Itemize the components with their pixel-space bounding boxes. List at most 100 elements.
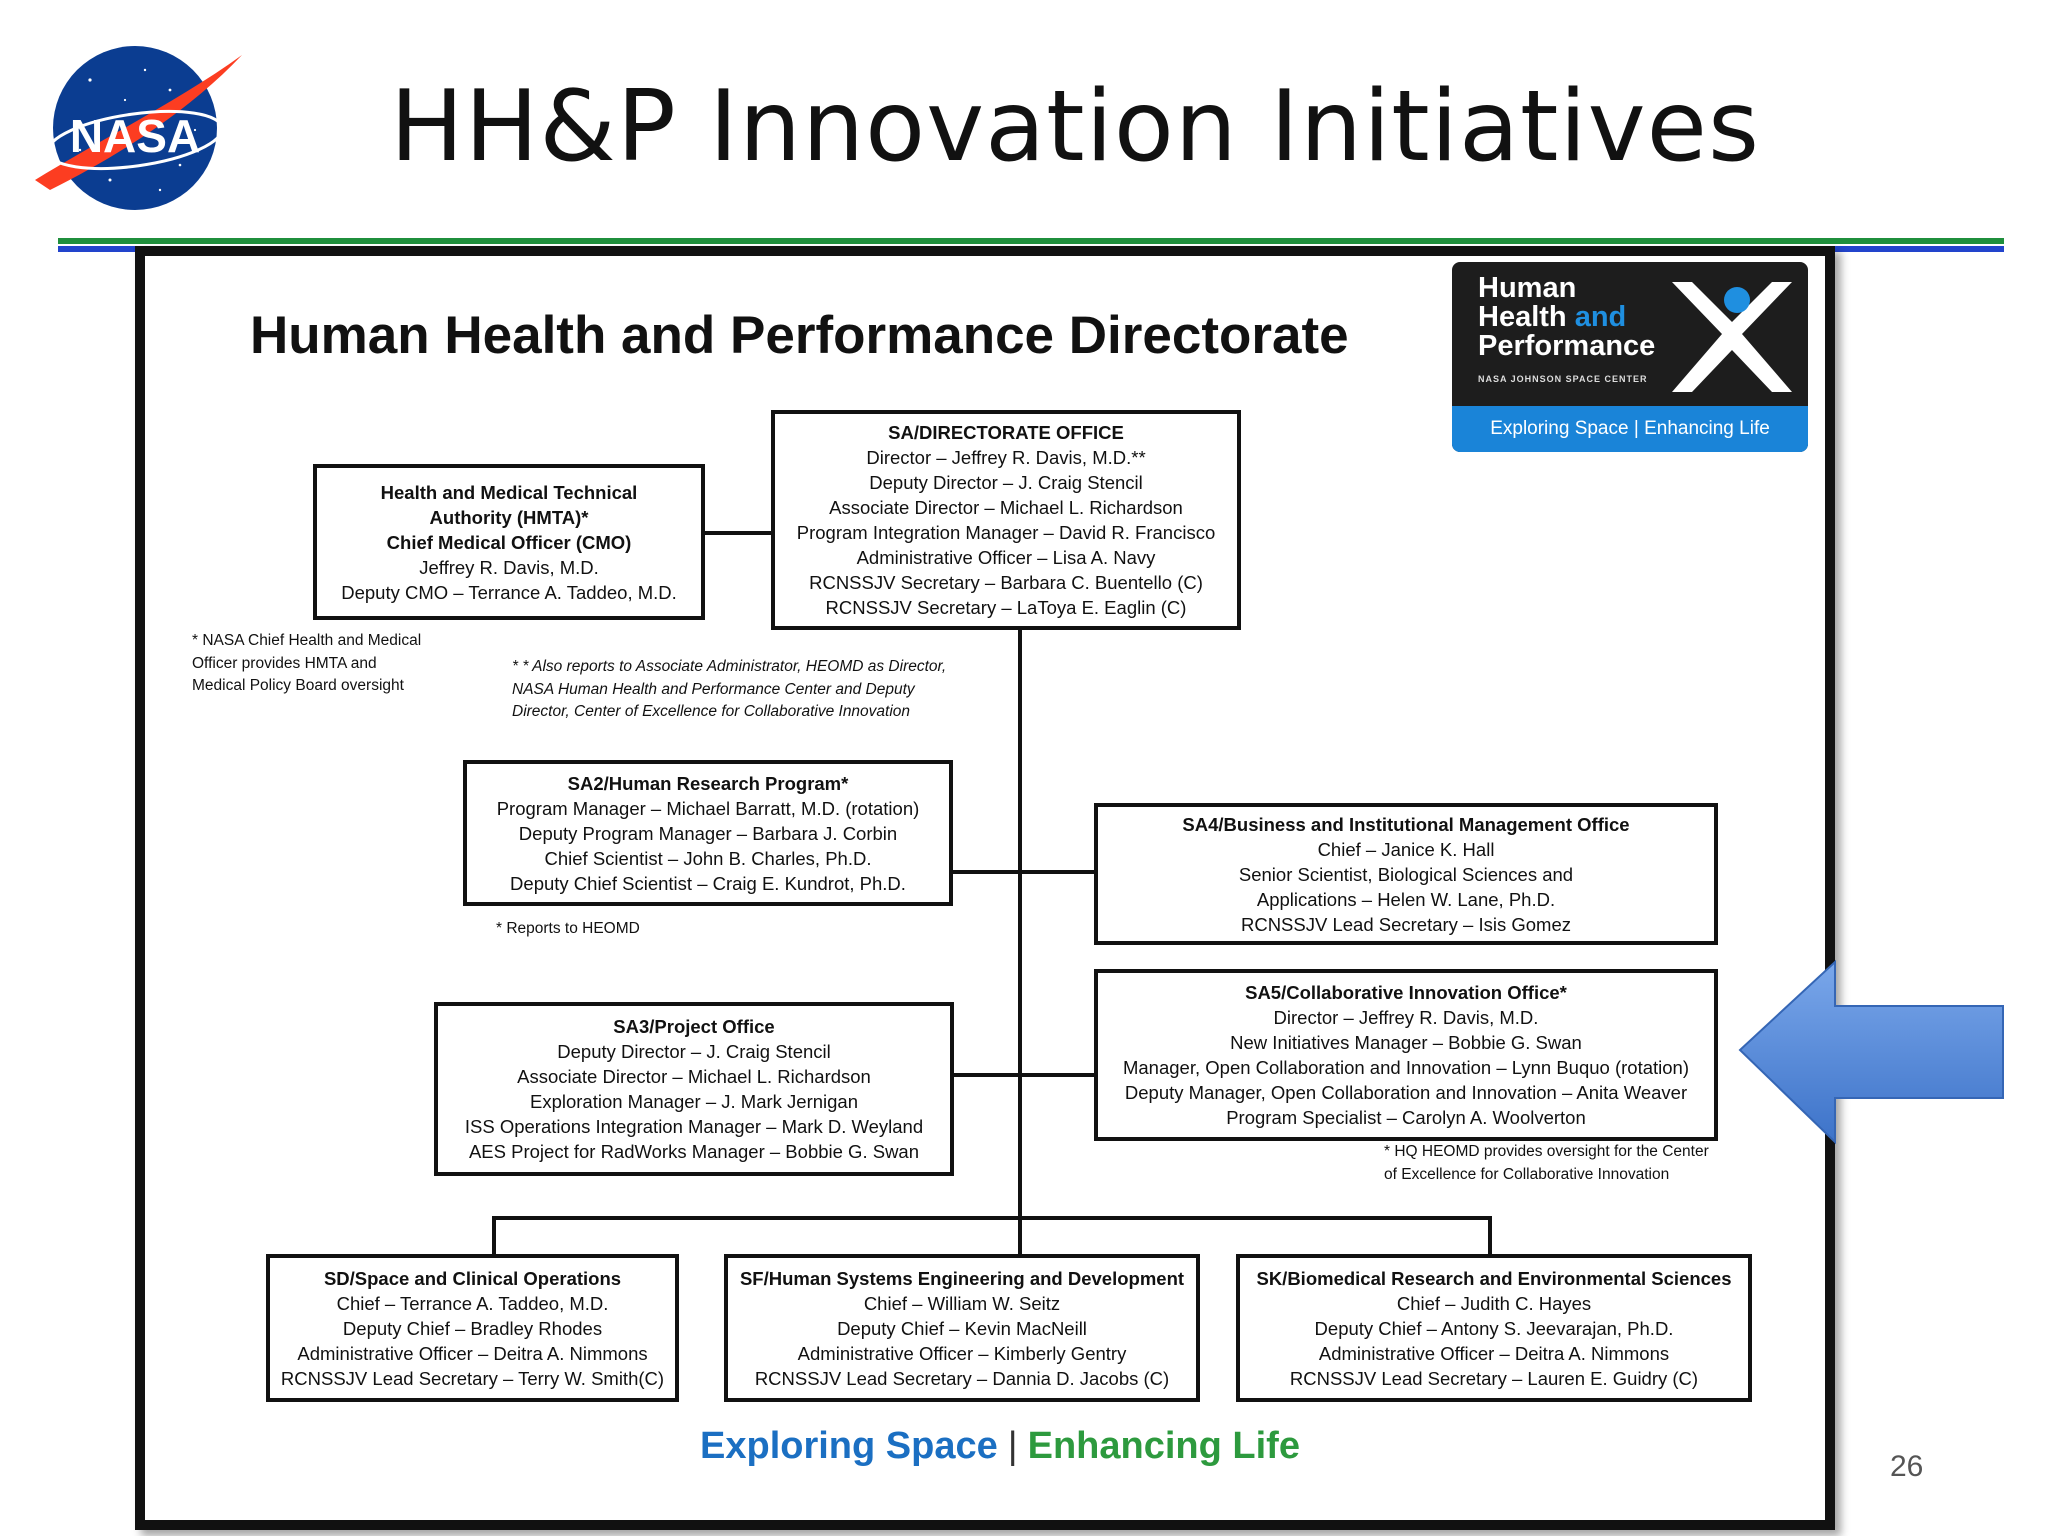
- hhp-logo-line2: Health and: [1478, 303, 1655, 332]
- sk-line: RCNSSJV Lead Secretary – Lauren E. Guidr…: [1289, 1367, 1699, 1389]
- hhp-logo-line1: Human: [1478, 272, 1577, 304]
- directorate-office-box: SA/DIRECTORATE OFFICE Director – Jeffrey…: [771, 410, 1241, 630]
- sa3-box: SA3/Project Office Deputy Director – J. …: [434, 1002, 954, 1176]
- note-director: * * Also reports to Associate Administra…: [512, 656, 946, 724]
- connector-sa5: [1020, 1073, 1096, 1077]
- directorate-line: RCNSSJV Secretary – Barbara C. Buentello…: [809, 572, 1203, 593]
- sa4-line: SA4/Business and Institutional Managemen…: [1182, 813, 1630, 835]
- sa3-line: Deputy Director – J. Craig Stencil: [557, 1041, 831, 1062]
- sa5-line: Deputy Manager, Open Collaboration and I…: [1124, 1082, 1688, 1103]
- sa3-line: Exploration Manager – J. Mark Jernigan: [529, 1091, 859, 1112]
- connector-sa3: [952, 1073, 1020, 1077]
- org-chart-title: Human Health and Performance Directorate: [250, 306, 1349, 365]
- hhp-tagline-sep: |: [1628, 418, 1645, 439]
- note-director-line: Director, Center of Excellence for Colla…: [512, 703, 911, 720]
- directorate-line: SA/DIRECTORATE OFFICE: [888, 422, 1124, 443]
- sa5-line: Manager, Open Collaboration and Innovati…: [1122, 1057, 1689, 1078]
- sa2-box: SA2/Human Research Program* Program Mana…: [463, 760, 953, 906]
- sa4-line: Applications – Helen W. Lane, Ph.D.: [1256, 888, 1556, 910]
- sa3-line: Associate Director – Michael L. Richards…: [517, 1066, 871, 1087]
- directorate-line: Administrative Officer – Lisa A. Navy: [856, 547, 1156, 568]
- hhp-logo-health: Health: [1478, 301, 1575, 333]
- note-hmta-line: Medical Policy Board oversight: [192, 677, 404, 694]
- sa5-line: Program Specialist – Carolyn A. Woolvert…: [1226, 1107, 1586, 1128]
- hmta-line: Authority (HMTA)*: [429, 506, 589, 528]
- note-sa5-line: * HQ HEOMD provides oversight for the Ce…: [1384, 1143, 1709, 1160]
- sd-box: SD/Space and Clinical Operations Chief –…: [266, 1254, 679, 1402]
- sd-line: Administrative Officer – Deitra A. Nimmo…: [297, 1342, 648, 1364]
- sa2-line: Deputy Chief Scientist – Craig E. Kundro…: [510, 872, 906, 894]
- connector-sa4: [1020, 870, 1096, 874]
- sa5-line: SA5/Collaborative Innovation Office*: [1245, 982, 1567, 1003]
- sa3-line: ISS Operations Integration Manager – Mar…: [464, 1116, 924, 1137]
- sk-line: Administrative Officer – Deitra A. Nimmo…: [1318, 1342, 1670, 1364]
- directorate-line: Associate Director – Michael L. Richards…: [829, 497, 1183, 518]
- connector-sf: [1018, 1216, 1022, 1256]
- sa2-line: Chief Scientist – John B. Charles, Ph.D.: [544, 847, 872, 869]
- sa2-line: Deputy Program Manager – Barbara J. Corb…: [518, 822, 898, 844]
- hhp-x-mark-icon: [1672, 282, 1792, 392]
- highlight-arrow-icon: [1738, 959, 2004, 1145]
- hhp-logo-and: and: [1574, 301, 1627, 333]
- note-hmta: * NASA Chief Health and Medical Officer …: [192, 630, 421, 698]
- sf-line: Chief – William W. Seitz: [863, 1292, 1061, 1314]
- footer-tagline-sep: |: [1007, 1425, 1018, 1467]
- note-sa5-line: of Excellence for Collaborative Innovati…: [1384, 1165, 1670, 1183]
- sd-line: SD/Space and Clinical Operations: [323, 1267, 622, 1289]
- directorate-line: Deputy Director – J. Craig Stencil: [869, 472, 1143, 493]
- directorate-line: RCNSSJV Secretary – LaToya E. Eaglin (C): [825, 597, 1187, 618]
- sa4-box: SA4/Business and Institutional Managemen…: [1094, 803, 1718, 945]
- hmta-line: Chief Medical Officer (CMO): [386, 531, 632, 553]
- sk-box: SK/Biomedical Research and Environmental…: [1236, 1254, 1752, 1402]
- hhp-logo-line3: Performance: [1478, 330, 1656, 362]
- sa3-line: AES Project for RadWorks Manager – Bobbi…: [468, 1141, 920, 1162]
- connector-hmta: [702, 531, 774, 535]
- hmta-line: Deputy CMO – Terrance A. Taddeo, M.D.: [341, 581, 677, 603]
- hhp-logo: Human Health and Performance NASA JOHNSO…: [1452, 262, 1808, 452]
- directorate-line: Program Integration Manager – David R. F…: [796, 522, 1216, 543]
- connector-sd: [492, 1216, 496, 1256]
- hhp-logo-small-text: NASA JOHNSON SPACE CENTER: [1478, 374, 1648, 384]
- hhp-logo-tagline: Exploring Space | Enhancing Life: [1452, 406, 1808, 452]
- note-sa2: * Reports to HEOMD: [496, 920, 640, 937]
- hmta-line: Jeffrey R. Davis, M.D.: [419, 556, 599, 578]
- connector-bottom-horizontal: [492, 1216, 1492, 1220]
- hhp-tagline-b: Enhancing Life: [1644, 418, 1770, 439]
- note-hmta-line: * NASA Chief Health and Medical: [192, 632, 422, 649]
- hhp-tagline-a: Exploring Space: [1490, 418, 1629, 439]
- sa4-line: RCNSSJV Lead Secretary – Isis Gomez: [1240, 913, 1572, 935]
- footer-tagline-a: Exploring Space: [700, 1425, 998, 1467]
- nasa-logo: NASA: [35, 46, 242, 210]
- sa4-line: Senior Scientist, Biological Sciences an…: [1238, 863, 1574, 885]
- sf-box: SF/Human Systems Engineering and Develop…: [724, 1254, 1200, 1402]
- note-hmta-line: Officer provides HMTA and: [192, 654, 377, 672]
- note-director-line: * * Also reports to Associate Administra…: [512, 658, 947, 675]
- sa5-line: New Initiatives Manager – Bobbie G. Swan: [1230, 1032, 1582, 1053]
- connector-main-vertical: [1018, 628, 1022, 1220]
- sa5-line: Director – Jeffrey R. Davis, M.D.: [1273, 1007, 1539, 1028]
- sf-line: Administrative Officer – Kimberly Gentry: [797, 1342, 1127, 1364]
- sf-line: SF/Human Systems Engineering and Develop…: [739, 1267, 1185, 1289]
- sd-line: Deputy Chief – Bradley Rhodes: [342, 1317, 603, 1339]
- sa5-box: SA5/Collaborative Innovation Office* Dir…: [1094, 969, 1718, 1141]
- nasa-logo-text: NASA: [70, 110, 200, 162]
- sk-line: SK/Biomedical Research and Environmental…: [1256, 1267, 1732, 1289]
- note-sa5: * HQ HEOMD provides oversight for the Ce…: [1384, 1141, 1709, 1186]
- note-director-line: NASA Human Health and Performance Center…: [512, 680, 915, 698]
- sa2-line: Program Manager – Michael Barratt, M.D. …: [496, 797, 920, 819]
- sd-line: Chief – Terrance A. Taddeo, M.D.: [336, 1292, 609, 1314]
- sa2-line: SA2/Human Research Program*: [567, 772, 849, 794]
- sd-line: RCNSSJV Lead Secretary – Terry W. Smith(…: [280, 1367, 665, 1389]
- sf-line: RCNSSJV Lead Secretary – Dannia D. Jacob…: [754, 1367, 1170, 1389]
- sa3-line: SA3/Project Office: [613, 1016, 775, 1037]
- slide-title: HH&P Innovation Initiatives: [390, 70, 1761, 184]
- connector-sa2: [952, 870, 1020, 874]
- connector-sk: [1488, 1216, 1492, 1256]
- sk-line: Chief – Judith C. Hayes: [1396, 1292, 1592, 1314]
- sa4-line: Chief – Janice K. Hall: [1317, 838, 1495, 860]
- footer-tagline-b: Enhancing Life: [1027, 1425, 1300, 1467]
- page-number: 26: [1890, 1450, 1924, 1483]
- sk-line: Deputy Chief – Antony S. Jeevarajan, Ph.…: [1314, 1317, 1674, 1339]
- sf-line: Deputy Chief – Kevin MacNeill: [837, 1317, 1087, 1339]
- hmta-box: Health and Medical Technical Authority (…: [313, 464, 705, 620]
